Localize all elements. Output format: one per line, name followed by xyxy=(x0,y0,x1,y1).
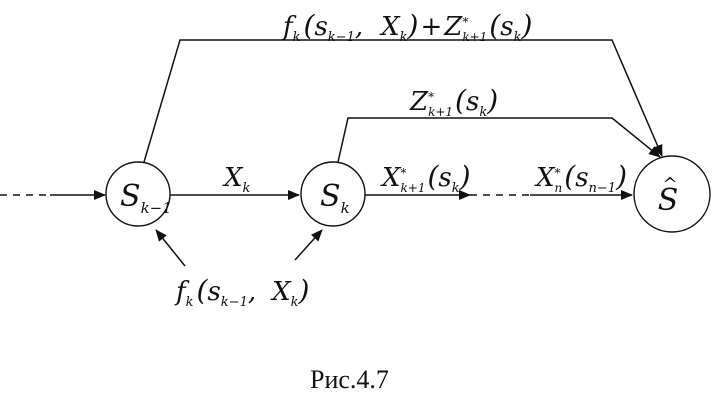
edge-top-outer xyxy=(143,39,663,163)
final-state-accent: ^ xyxy=(662,174,677,195)
label-middle-right-1: X*k+1(sk) xyxy=(380,160,471,196)
node-prev-state xyxy=(105,161,171,227)
node-final-state xyxy=(633,155,711,233)
edge-bottom-to-current xyxy=(294,229,323,261)
edge-top-inner xyxy=(337,117,661,163)
label-middle-left: Xk xyxy=(222,163,251,196)
final-state-label: S xyxy=(658,183,679,218)
node-current-state xyxy=(300,161,366,227)
prev-state-label: Sk−1 xyxy=(120,179,172,217)
figure-caption: Рис.4.7 xyxy=(310,365,389,394)
label-top-inner: Z*k+1(sk) xyxy=(409,84,498,120)
label-bottom: fk(sk−1,Xk) xyxy=(174,274,309,310)
current-state-label: Sk xyxy=(320,179,350,217)
edge-bottom-to-prev xyxy=(155,229,186,267)
label-top-outer: fk(sk−1,Xk)+Z*k+1(sk) xyxy=(281,9,532,45)
label-middle-right-2: X*n(sn−1) xyxy=(534,160,627,196)
